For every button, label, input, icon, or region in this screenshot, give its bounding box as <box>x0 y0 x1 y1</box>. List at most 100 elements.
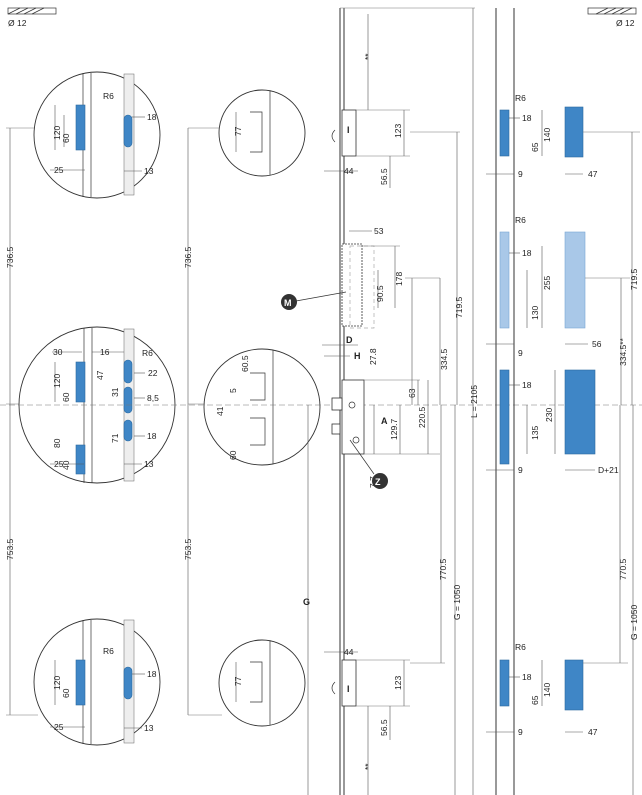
detail-circle-top-mid: 77 <box>218 89 306 177</box>
dim-left-lower: 753.5 <box>5 538 15 560</box>
top-lock-i: I <box>347 125 350 135</box>
main-a: A <box>381 416 388 426</box>
strip-135: 135 <box>530 426 540 440</box>
tm-77: 77 <box>233 126 243 136</box>
bm-77: 77 <box>233 676 243 686</box>
tl-120: 120 <box>52 126 62 140</box>
tl-18: 18 <box>147 112 157 122</box>
right-7705: 770.5 <box>618 558 628 580</box>
bl-25: 25 <box>54 722 64 732</box>
strip-9-top: 9 <box>518 169 523 179</box>
mm-5: 5 <box>228 388 238 393</box>
bottom-565: 56.5 <box>379 719 389 736</box>
bl-13: 13 <box>144 723 154 733</box>
top-stars: ** <box>363 53 373 60</box>
tl-60: 60 <box>61 133 71 143</box>
ml-40: 40 <box>61 460 71 470</box>
keeper-blocks: 47 56 334.5** D+21 47 <box>564 106 628 737</box>
ml-80: 80 <box>52 438 62 448</box>
right-7195: 719.5 <box>629 268 639 290</box>
bottom-lock-i: I <box>347 684 350 694</box>
keeper-56: 56 <box>592 339 602 349</box>
ml-22: 22 <box>148 368 158 378</box>
top-44: 44 <box>344 166 354 176</box>
ml-18: 18 <box>147 431 157 441</box>
mid-lock: 53 178 90.5 D 27.8 H <box>322 226 404 365</box>
top-123: 123 <box>393 124 403 138</box>
mm-41: 41 <box>215 406 225 416</box>
left-hole-mark: Ø 12 <box>7 7 57 28</box>
detail-circle-bottom-left: 120 60 25 R6 18 13 <box>33 618 161 746</box>
bottom-44: 44 <box>344 647 354 657</box>
mm-60: 60 <box>228 450 238 460</box>
strip-230: 230 <box>544 408 554 422</box>
mid-278: 27.8 <box>368 348 378 365</box>
detail-circle-top-left: 120 60 25 R6 18 13 <box>33 71 161 199</box>
bottom-hook-lock: I 44 123 56.5 ** <box>324 647 410 795</box>
main-3345: 334.5 <box>439 348 449 370</box>
mm-605: 60.5 <box>240 355 250 372</box>
bl-60: 60 <box>61 688 71 698</box>
right-hole-mark: Ø 12 <box>587 7 637 28</box>
strike-strip: R6 18 140 65 9 R6 18 255 130 9 18 230 13… <box>486 8 556 795</box>
main-7705: 770.5 <box>438 558 448 580</box>
keeper-dd21: D+21 <box>598 465 619 475</box>
dim-mid-upper: 736.5 <box>183 246 193 268</box>
strip-140-bot: 140 <box>542 683 552 697</box>
main-1297: 129.7 <box>389 418 399 440</box>
strip-9-bot: 9 <box>518 727 523 737</box>
ml-30: 30 <box>53 347 63 357</box>
strip-18-top: 18 <box>522 113 532 123</box>
mid-d: D <box>346 335 353 345</box>
bottom-stars: ** <box>363 763 373 770</box>
keeper-47-bot: 47 <box>588 727 598 737</box>
main-g: G <box>303 597 310 607</box>
ml-25: 25 <box>54 459 64 469</box>
main-7195: 719.5 <box>454 296 464 318</box>
bl-18: 18 <box>147 669 157 679</box>
bl-r6: R6 <box>103 646 114 656</box>
ml-71: 71 <box>110 433 120 443</box>
tl-13: 13 <box>144 166 154 176</box>
main-2205: 220.5 <box>417 406 427 428</box>
ml-r6: R6 <box>142 348 153 358</box>
strip-r6-mid: R6 <box>515 215 526 225</box>
strip-r6-bot: R6 <box>515 642 526 652</box>
ml-47: 47 <box>95 370 105 380</box>
strip-18-main: 18 <box>522 380 532 390</box>
callout-z: Z <box>349 439 388 489</box>
callout-z-label: Z <box>375 477 381 487</box>
right-g-1050: G = 1050 <box>629 605 639 640</box>
right-hole-label: Ø 12 <box>616 18 635 28</box>
ml-85: 8,5 <box>147 393 159 403</box>
ml-16: 16 <box>100 347 110 357</box>
right-vertical-dimensions: 719.5 770.5 G = 1050 <box>583 131 640 795</box>
strip-9-main: 9 <box>518 465 523 475</box>
strip-18-mid: 18 <box>522 248 532 258</box>
ml-31: 31 <box>110 387 120 397</box>
keeper-47-top: 47 <box>588 169 598 179</box>
callout-m: M <box>281 291 347 310</box>
main-l-2105: L = 2105 <box>469 385 479 418</box>
ml-120: 120 <box>52 374 62 388</box>
main-lock: 63 129.7 220.5 A 7.7 334.5 719.5 770.5 G… <box>303 8 479 795</box>
left-vertical-dimensions: 736.5 753.5 736.5 753.5 <box>5 127 222 716</box>
strip-r6-top: R6 <box>515 93 526 103</box>
bottom-123: 123 <box>393 676 403 690</box>
dim-left-upper: 736.5 <box>5 246 15 268</box>
bl-120: 120 <box>52 676 62 690</box>
strip-9-mid: 9 <box>518 348 523 358</box>
detail-circle-bottom-mid: 77 <box>218 639 306 727</box>
callout-m-label: M <box>284 298 292 308</box>
strip-130: 130 <box>530 306 540 320</box>
ml-13: 13 <box>144 459 154 469</box>
strip-18-bot: 18 <box>522 672 532 682</box>
ml-60: 60 <box>61 392 71 402</box>
keeper-3345: 334.5** <box>618 337 628 366</box>
main-g-1050: G = 1050 <box>452 585 462 620</box>
mid-h: H <box>354 351 361 361</box>
tl-r6: R6 <box>103 91 114 101</box>
left-hole-label: Ø 12 <box>8 18 27 28</box>
tl-25: 25 <box>54 165 64 175</box>
